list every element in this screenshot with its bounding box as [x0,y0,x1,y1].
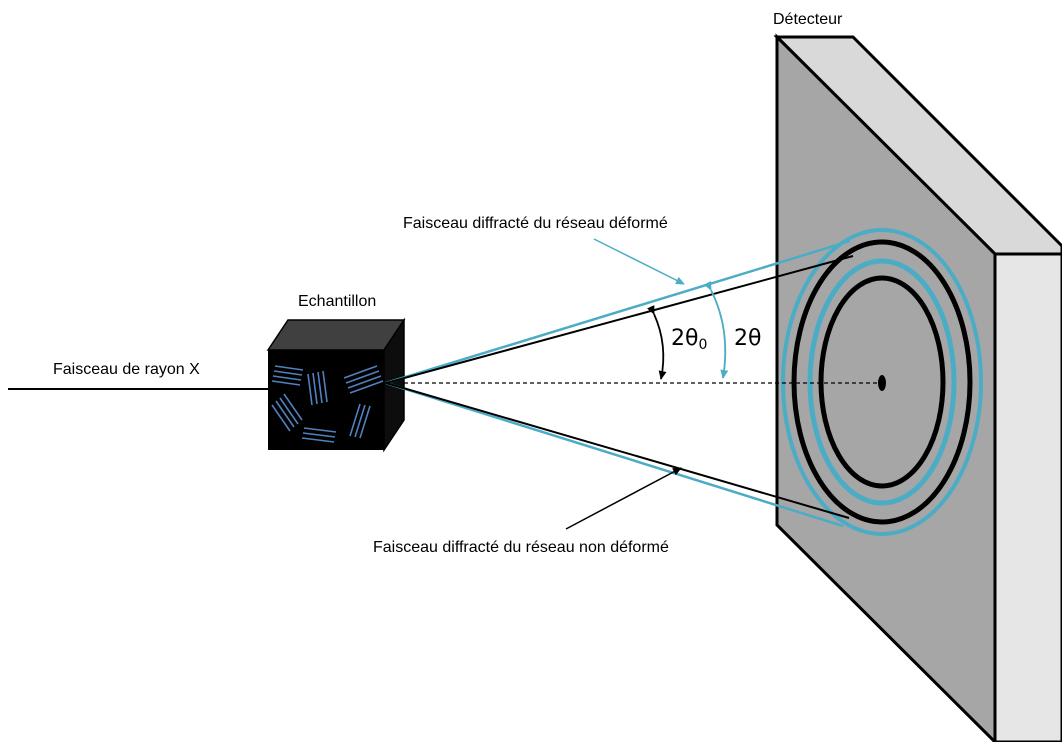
sample-cube [266,317,406,453]
deformed-beam-lower [385,381,844,528]
grain-3 [343,365,384,394]
ring-deformed-outer [781,228,983,536]
detector-front-face [775,33,997,742]
grain-6 [349,403,371,439]
undeformed-beam-label: Faisceau diffracté du réseau non déformé [373,539,669,556]
grain-1 [271,365,304,386]
diffraction-rings [781,228,983,536]
diffracted-beams [385,239,878,528]
grain-2 [307,370,328,406]
grain-5 [301,427,337,443]
detector [773,33,1062,742]
sample-top-face [266,319,406,351]
sample-grains [271,365,384,443]
ring-undeformed-outer [791,239,973,525]
angle-2theta0-subscript: 0 [698,337,708,353]
undeformed-beam-lower [385,382,850,519]
deformed-beam-label: Faisceau diffracté du réseau déformé [403,215,668,232]
sample-label: Echantillon [298,293,377,310]
detector-label: Détecteur [773,11,843,28]
angle-arc-2theta [703,281,729,379]
angle-label-2theta: 2θ [734,326,762,351]
detector-side-face [993,252,1062,742]
deformed-beam-upper [385,239,851,385]
undeformed-beam-upper [385,255,854,384]
undeformed-beam-pointer [565,467,682,530]
angle-2theta0-main: 2θ [671,326,699,351]
angle-label-2theta0: 2θ0 [671,326,708,353]
angle-arc-2theta0 [647,305,667,380]
ring-deformed-inner [807,258,957,506]
ring-undeformed-inner [818,275,946,489]
beam-center-spot [878,375,886,391]
deformed-beam-pointer [593,238,685,285]
grain-4 [271,393,303,432]
xray-beam-label: Faisceau de rayon X [53,361,200,378]
